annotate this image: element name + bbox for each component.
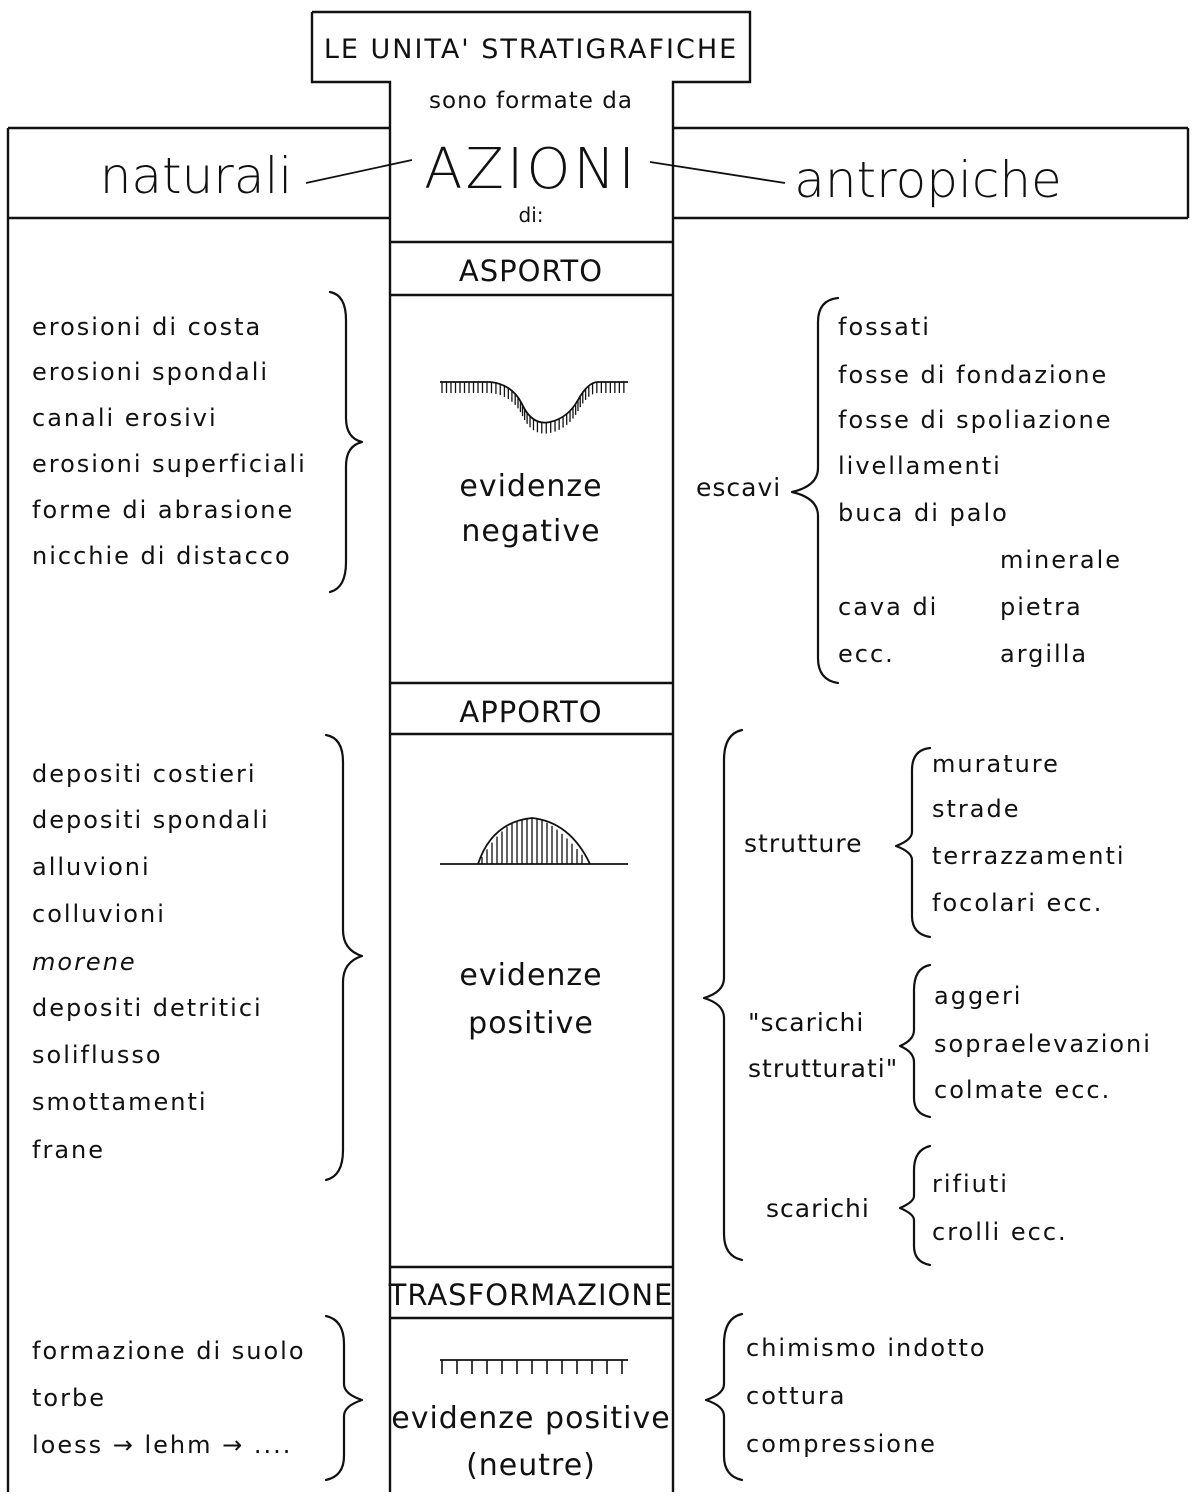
brace-right-trasformazione-natural: [324, 1314, 364, 1482]
brace-right-asporto-natural: [328, 290, 364, 594]
right-word-antropiche: antropiche: [794, 151, 1062, 209]
trasformazione-anthropic-list: chimismo indotto cottura compressione: [746, 1334, 987, 1458]
list-item: rifiuti: [932, 1170, 1009, 1198]
list-item: nicchie di distacco: [32, 542, 292, 570]
list-item: forme di abrasione: [32, 496, 294, 524]
scarichi-strutturati-list: aggeri sopraelevazioni colmate ecc.: [934, 982, 1152, 1104]
list-item: depositi costieri: [32, 760, 257, 788]
apporto-natural-list: depositi costieri depositi spondali allu…: [32, 760, 270, 1164]
of-text: di:: [519, 203, 544, 227]
list-item: soliflusso: [32, 1041, 163, 1069]
brace-left-escavi: [790, 296, 840, 685]
list-item: frane: [32, 1136, 105, 1164]
list-item: sopraelevazioni: [934, 1030, 1152, 1058]
list-item: colmate ecc.: [934, 1076, 1111, 1104]
negative-evidence-icon: [440, 381, 628, 434]
list-item: erosioni superficiali: [32, 450, 307, 478]
connector-line-left: [305, 159, 413, 184]
brace-left-scarichi: [898, 1144, 932, 1267]
strutture-label: strutture: [744, 829, 863, 858]
list-item: compressione: [746, 1430, 937, 1458]
asporto-evidence-line2: negative: [461, 514, 600, 549]
apporto-evidence-line2: positive: [468, 1006, 594, 1041]
title-box-outline: [312, 10, 752, 128]
list-item: terrazzamenti: [932, 842, 1126, 870]
list-item: depositi spondali: [32, 806, 270, 834]
brace-left-scarichi-strutturati: [898, 963, 932, 1119]
scarichi-list: rifiuti crolli ecc.: [932, 1170, 1068, 1246]
scarichi-strutturati-label-line2: strutturati": [748, 1054, 898, 1083]
apporto-evidence-line1: evidenze: [459, 958, 602, 993]
brace-left-apporto-anthropic: [702, 728, 744, 1262]
asporto-natural-list: erosioni di costa erosioni spondali cana…: [32, 313, 307, 570]
band-asporto: ASPORTO: [459, 254, 603, 288]
neutral-evidence-icon: [440, 1359, 628, 1374]
title-text: LE UNITA' STRATIGRAFICHE: [324, 34, 738, 65]
left-word-naturali: naturali: [100, 147, 293, 205]
list-item: alluvioni: [32, 853, 151, 881]
scarichi-strutturati-label-line1: "scarichi: [748, 1008, 864, 1037]
list-item: ecc.: [838, 640, 895, 668]
brace-left-strutture: [894, 746, 932, 939]
brace-right-apporto-natural: [324, 733, 364, 1182]
list-item: focolari ecc.: [932, 889, 1103, 917]
list-item: crolli ecc.: [932, 1218, 1068, 1246]
strutture-list: murature strade terrazzamenti focolari e…: [932, 750, 1126, 917]
list-item: cava di: [838, 593, 938, 621]
list-item: loess → lehm → ....: [32, 1431, 292, 1459]
list-item: colluvioni: [32, 900, 166, 928]
list-item: morene: [32, 948, 137, 976]
brace-left-trasformazione-anthropic: [704, 1312, 744, 1482]
list-item: minerale: [1000, 546, 1122, 574]
band-apporto: APPORTO: [459, 695, 602, 729]
title-box-outline-left: [310, 12, 392, 128]
list-item: strade: [932, 795, 1021, 823]
trasformazione-evidence-line1: evidenze positive: [391, 1401, 670, 1436]
list-item: fosse di fondazione: [838, 361, 1108, 389]
list-item: smottamenti: [32, 1088, 208, 1116]
list-item: formazione di suolo: [32, 1337, 306, 1365]
asporto-evidence-line1: evidenze: [459, 469, 602, 504]
list-item: erosioni spondali: [32, 358, 269, 386]
list-item: fossati: [838, 313, 931, 341]
list-item: erosioni di costa: [32, 313, 262, 341]
center-word: AZIONI: [424, 137, 638, 202]
list-item: depositi detritici: [32, 994, 263, 1022]
list-item: aggeri: [934, 982, 1022, 1010]
list-item: torbe: [32, 1384, 106, 1412]
escavi-label: escavi: [696, 473, 781, 502]
list-item: buca di palo: [838, 499, 1009, 527]
connector-line-right: [649, 161, 786, 184]
list-item: murature: [932, 750, 1060, 778]
list-item: pietra: [1000, 593, 1083, 621]
escavi-list: fossati fosse di fondazione fosse di spo…: [838, 313, 1122, 668]
list-item: argilla: [1000, 640, 1088, 668]
list-item: chimismo indotto: [746, 1334, 987, 1362]
list-item: livellamenti: [838, 452, 1002, 480]
trasformazione-evidence-line2: (neutre): [466, 1448, 596, 1483]
positive-evidence-icon: [440, 817, 628, 865]
subtitle-text: sono formate da: [429, 88, 633, 114]
scarichi-label: scarichi: [766, 1194, 870, 1223]
diagram-frame: [6, 10, 1190, 1492]
trasformazione-natural-list: formazione di suolo torbe loess → lehm →…: [32, 1337, 306, 1459]
band-trasformazione: TRASFORMAZIONE: [388, 1278, 674, 1312]
list-item: fosse di spoliazione: [838, 406, 1112, 434]
list-item: cottura: [746, 1382, 846, 1410]
list-item: canali erosivi: [32, 404, 218, 432]
